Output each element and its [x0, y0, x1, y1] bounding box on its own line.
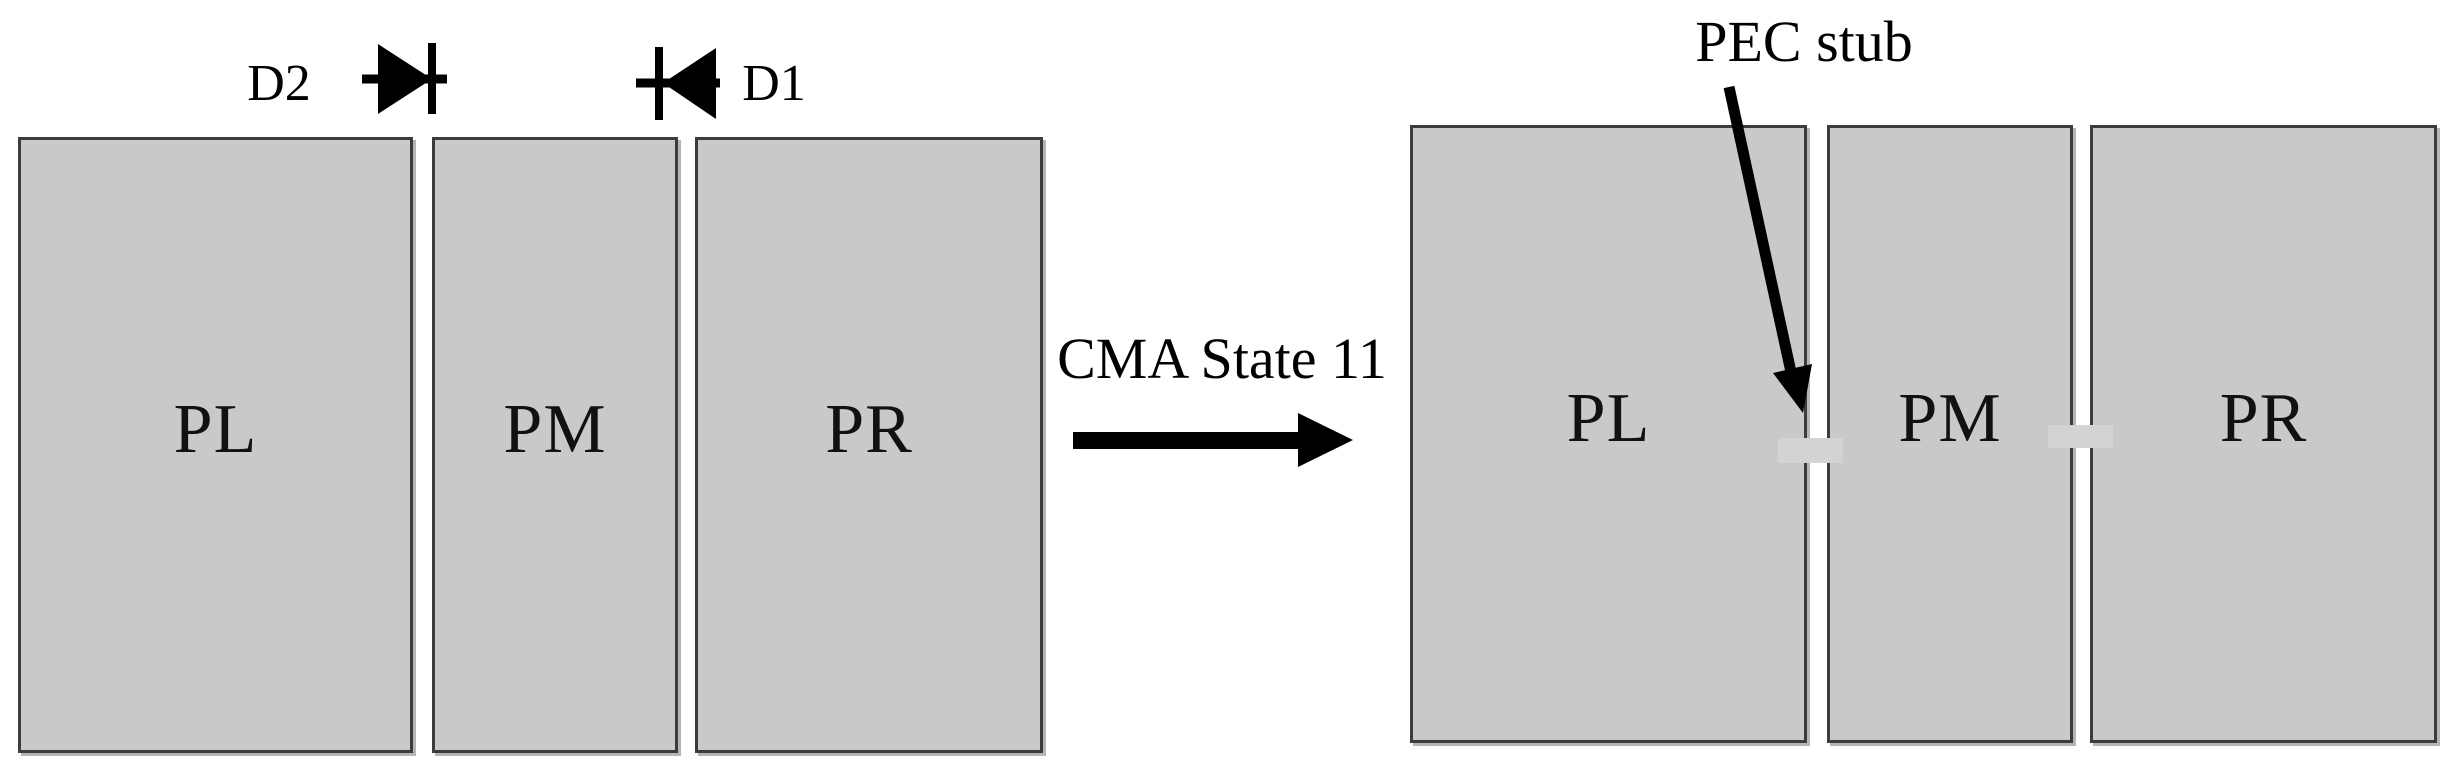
- transition-label: CMA State 11: [1057, 326, 1387, 391]
- right-panel-pm: PM: [1827, 125, 2073, 743]
- panel-label-pr: PR: [2219, 380, 2308, 457]
- diode-d1-label: D1: [742, 55, 806, 112]
- panel-label-pl: PL: [173, 391, 258, 468]
- left-panel-pm: PM: [432, 137, 678, 753]
- left-panel-pr: PR: [695, 137, 1043, 753]
- right-panel-pl: PL: [1410, 125, 1807, 743]
- pec-stub-right-gap: [2048, 425, 2113, 448]
- transition-arrow-icon: [1073, 413, 1353, 467]
- diode-d2-icon: [362, 43, 447, 114]
- pec-stub-left-gap: [1778, 438, 1843, 463]
- left-panel-pl: PL: [18, 137, 413, 753]
- panel-label-pm: PM: [503, 391, 607, 468]
- diode-d2-label: D2: [247, 55, 311, 112]
- pec-stub-label: PEC stub: [1695, 9, 1913, 74]
- right-panel-pr: PR: [2090, 125, 2437, 743]
- panel-label-pr: PR: [825, 391, 913, 468]
- panel-label-pl: PL: [1566, 380, 1651, 457]
- diode-d1-icon: [636, 47, 720, 120]
- panel-label-pm: PM: [1898, 380, 2002, 457]
